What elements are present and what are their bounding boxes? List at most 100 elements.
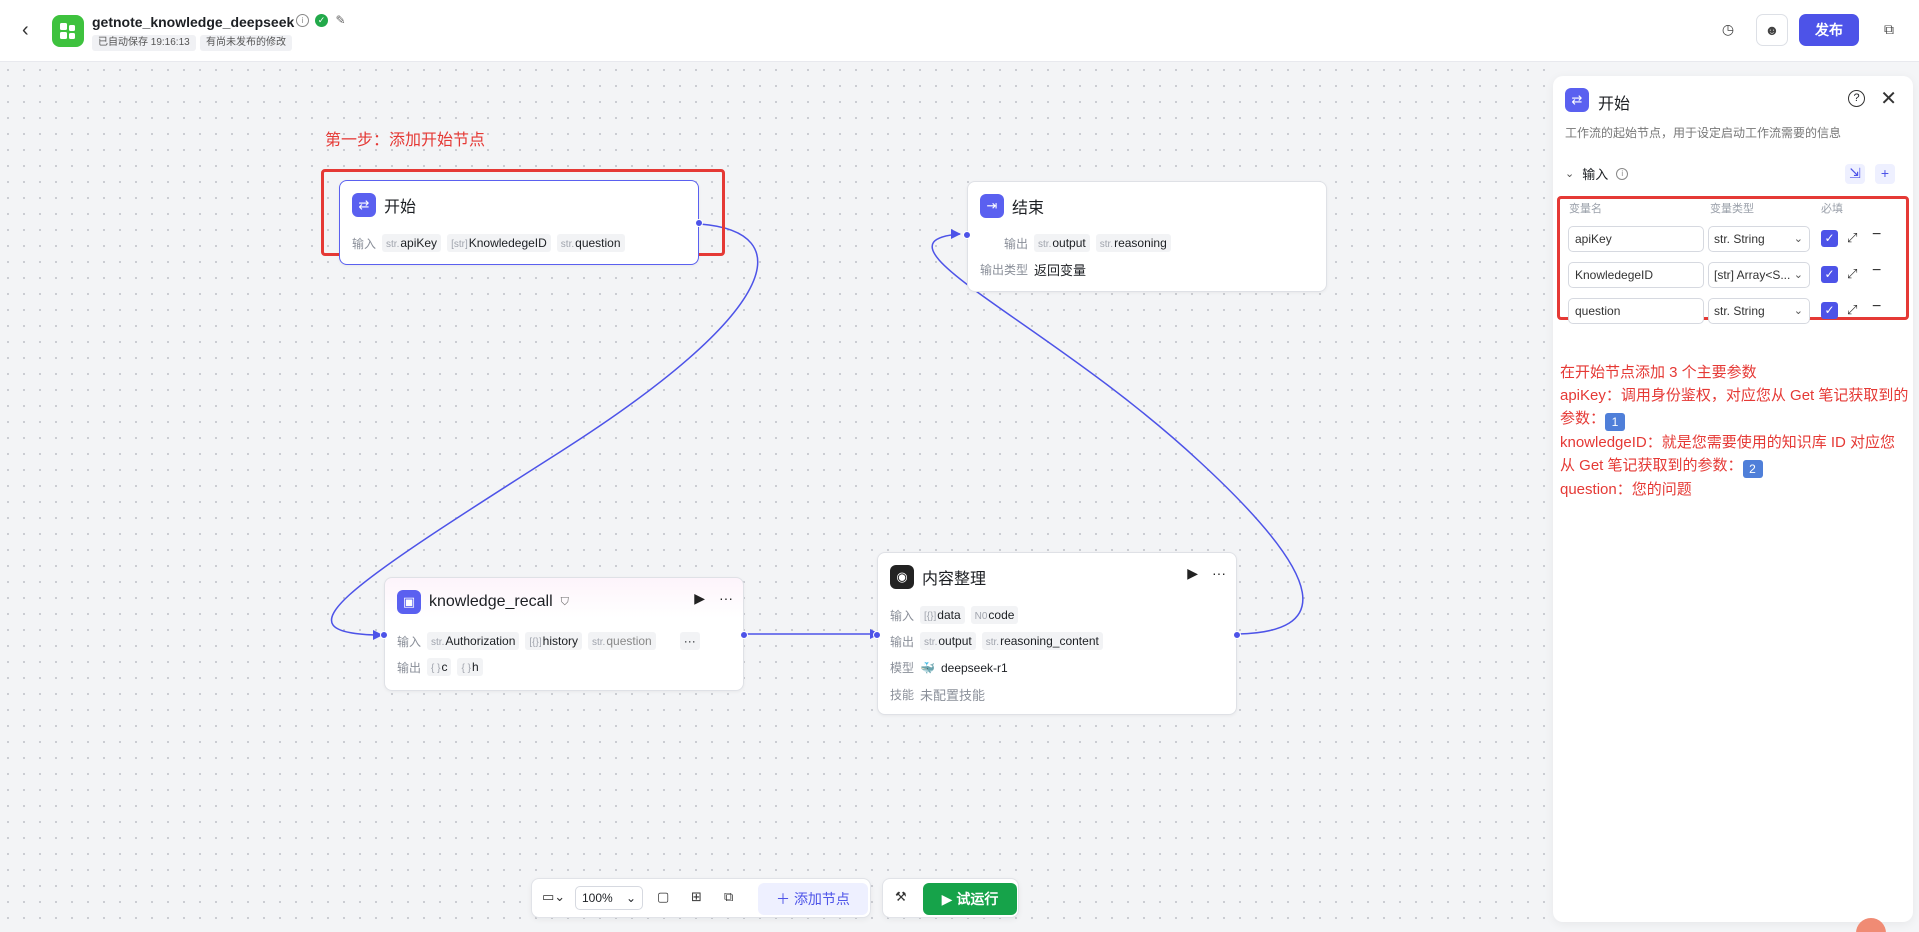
check-circle-icon: ✓ [315,14,328,27]
recall-input-chip: [{}]history [525,632,582,650]
llm-skill-value: 未配置技能 [920,688,986,703]
llm-output-port[interactable] [1233,631,1241,639]
required-checkbox[interactable]: ✓ [1821,302,1838,319]
end-input-port[interactable] [963,231,971,239]
required-checkbox[interactable]: ✓ [1821,266,1838,283]
deepseek-icon: 🐳 [920,660,935,675]
end-node[interactable]: ⇥ 结束 输出 str.output str.reasoning 输出类型 返回… [963,181,1327,292]
info-icon[interactable]: i [296,14,309,27]
param-row: KnowledegeID [str] Array<S...⌄ ✓ ⤢ − [1568,262,1888,288]
recall-output-chip: { }h [457,658,483,676]
edit-icon[interactable]: ✎ [335,13,346,27]
end-output-type-value: 返回变量 [1034,263,1087,278]
panel-title: 开始 [1598,96,1631,113]
recall-input-chip: str.question [588,632,656,650]
col-required-header: 必填 [1821,203,1843,215]
end-output-type-label: 输出类型 [980,263,1029,277]
info-icon[interactable]: i [1616,167,1629,180]
run-toolbar: ⚒ ▶ 试运行 [882,878,1019,918]
more-inputs-icon[interactable]: ··· [679,632,700,650]
content-llm-node[interactable]: ◉ 内容整理 ▶ ··· 输入 [{}]data N0code 输出 str.o… [873,552,1241,715]
start-node-title: 开始 [384,199,417,216]
chevron-down-icon[interactable]: ⌄ [1565,168,1575,180]
param-type-select[interactable]: str. String⌄ [1708,226,1810,252]
copy-icon[interactable]: ⧉ [1873,14,1905,46]
start-output-port[interactable] [695,219,703,227]
minimap-icon[interactable]: ▭⌄ [542,889,566,904]
recall-node-title: knowledge_recall [429,593,553,610]
llm-model-label: 模型 [890,661,915,675]
recall-output-port[interactable] [740,631,748,639]
required-checkbox[interactable]: ✓ [1821,230,1838,247]
top-bar: ‹ getnote_knowledge_deepseek i ✓ ✎ 已自动保存… [0,0,1919,62]
screenshot-icon[interactable]: ⧉ [724,889,734,904]
zoom-select[interactable]: 100%⌄ [575,886,643,910]
note-line: 在开始节点添加 3 个主要参数 [1560,364,1757,381]
run-node-icon[interactable]: ▶ [694,590,705,606]
llm-input-port[interactable] [873,631,881,639]
start-input-label: 输入 [352,236,377,251]
llm-skill-label: 技能 [890,688,915,702]
badge-two-icon: 2 [1742,460,1763,478]
badge-icon: ⛉ [560,595,569,608]
remove-icon[interactable]: − [1872,298,1882,315]
annotation-notes: 在开始节点添加 3 个主要参数 apiKey：调用身份鉴权，对应您从 Get 笔… [1560,361,1910,501]
expand-icon[interactable]: ⤢ [1847,266,1858,281]
col-type-header: 变量类型 [1710,203,1754,215]
note-line: question：您的问题 [1560,481,1692,498]
recall-input-port[interactable] [380,631,388,639]
end-output-chip: str.reasoning [1095,234,1171,252]
step-annotation: 第一步：添加开始节点 [325,132,486,149]
comment-icon[interactable]: ▢ [657,889,670,904]
plugin-icon: ▣ [397,590,421,614]
param-row: apiKey str. String⌄ ✓ ⤢ − [1568,226,1888,252]
canvas-toolbar: ▭⌄ 100%⌄ ▢ ⊞ ⧉ ＋ 添加节点 [531,878,871,918]
add-param-button[interactable]: + [1875,164,1895,184]
llm-output-chip: str.reasoning_content [981,632,1103,650]
llm-input-chip: [{}]data [920,606,965,624]
add-node-button[interactable]: ＋ 添加节点 [758,883,868,915]
test-run-button[interactable]: ▶ 试运行 [923,883,1017,915]
param-name-input[interactable]: apiKey [1568,226,1704,252]
remove-icon[interactable]: − [1872,226,1882,243]
help-icon[interactable]: ? [1848,90,1865,107]
app-logo-icon [52,15,84,47]
llm-model-value: deepseek-r1 [940,660,1008,675]
publish-button[interactable]: 发布 [1799,14,1859,46]
close-icon[interactable]: ✕ [1880,88,1897,110]
edge-arrow [951,229,961,239]
back-arrow-icon[interactable]: ‹ [22,19,29,41]
import-icon[interactable]: ⇲ [1845,164,1865,184]
end-output-label: 输出 [1004,236,1029,251]
param-name-input[interactable]: KnowledegeID [1568,262,1704,288]
expand-icon[interactable]: ⤢ [1847,302,1858,317]
app-title: getnote_knowledge_deepseek [92,14,295,30]
expand-icon[interactable]: ⤢ [1847,230,1858,245]
col-name-header: 变量名 [1569,203,1602,215]
end-node-icon: ⇥ [980,194,1004,218]
workflow-canvas[interactable]: 第一步：添加开始节点 ⇄ 开始 输入 str.apiKey [str]Knowl… [0,62,1550,932]
avatar[interactable] [1856,918,1886,932]
run-node-icon[interactable]: ▶ [1187,565,1198,581]
knowledge-recall-node[interactable]: ▣ knowledge_recall ⛉ ▶ ··· 输入 str.Author… [380,577,748,691]
end-node-title: 结束 [1012,200,1045,217]
start-node-icon: ⇄ [1565,88,1589,112]
recall-output-label: 输出 [397,660,422,675]
recall-input-chip: str.Authorization [427,632,520,650]
start-node[interactable]: ⇄ 开始 输入 str.apiKey [str]KnowledegeID str… [339,180,703,265]
layout-icon[interactable]: ⊞ [691,889,702,904]
param-row: question str. String⌄ ✓ ⤢ − [1568,298,1888,324]
note-line: knowledgeID：就是您需要使用的知识库 ID 对应您从 Get 笔记获取… [1560,434,1896,478]
tools-icon[interactable]: ⚒ [895,889,907,904]
llm-input-chip: N0code [970,606,1019,624]
collaborators-icon[interactable]: ☻ [1756,14,1788,46]
param-type-select[interactable]: [str] Array<S...⌄ [1708,262,1810,288]
history-icon[interactable]: ◷ [1712,14,1744,46]
more-icon[interactable]: ··· [719,590,733,606]
remove-icon[interactable]: − [1872,262,1882,279]
more-icon[interactable]: ··· [1212,565,1226,581]
end-output-chip: str.output [1034,234,1090,252]
badge-one-icon: 1 [1605,413,1626,431]
param-name-input[interactable]: question [1568,298,1704,324]
param-type-select[interactable]: str. String⌄ [1708,298,1810,324]
